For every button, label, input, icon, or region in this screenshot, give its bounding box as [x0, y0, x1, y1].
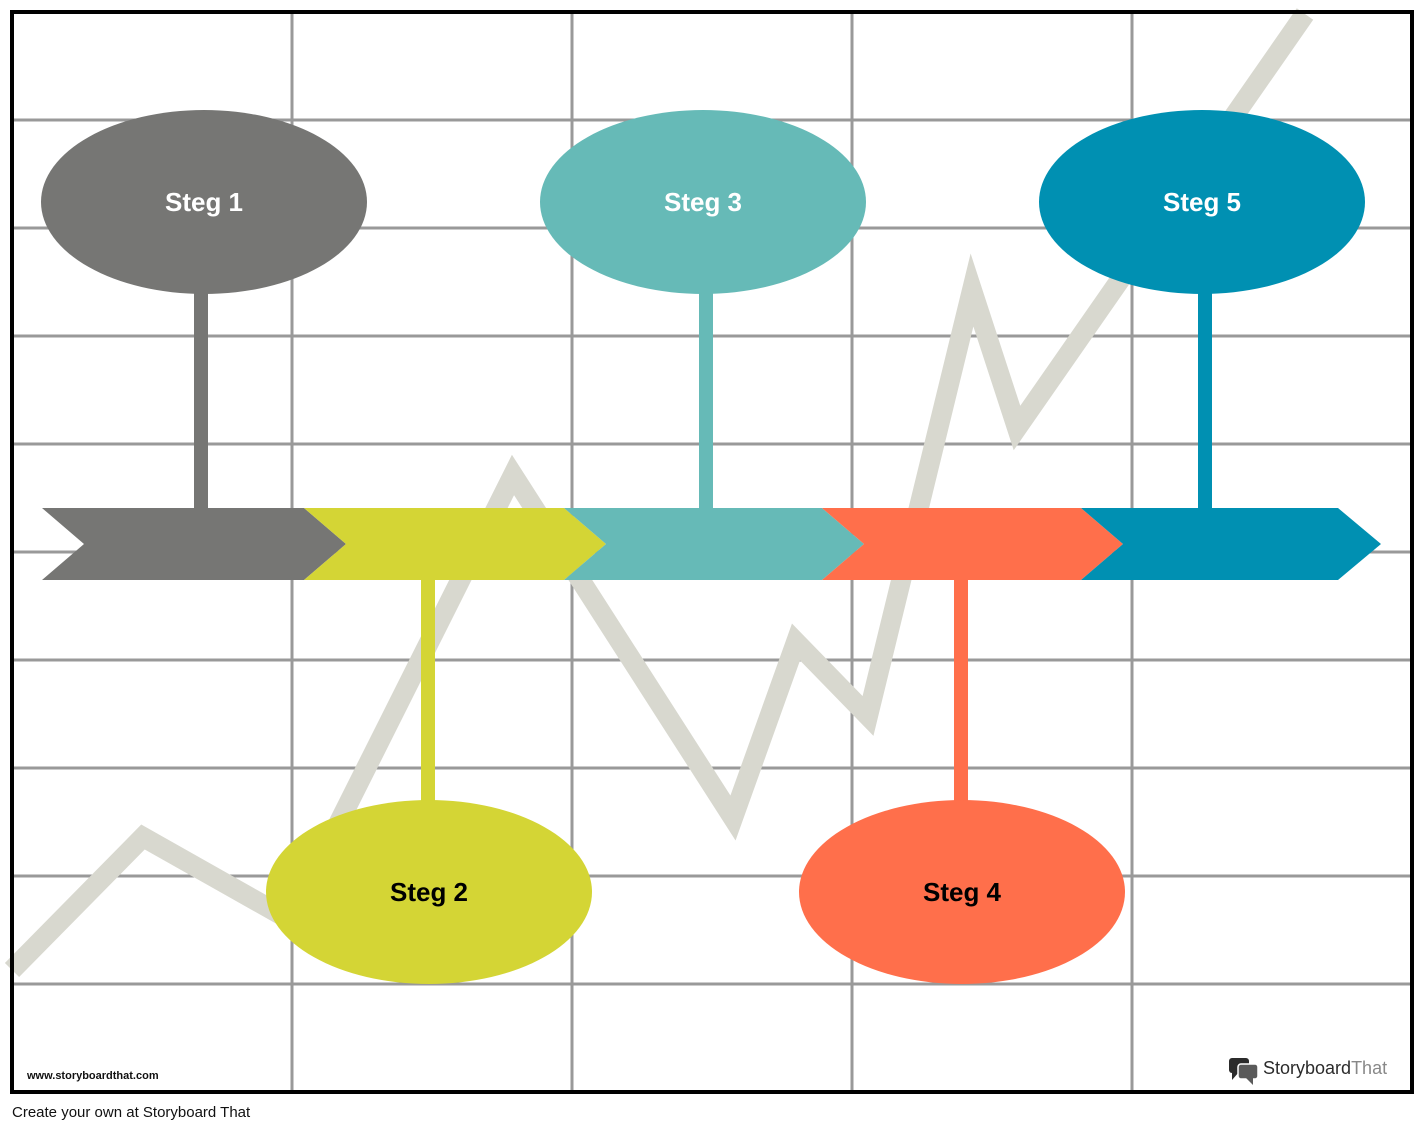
brand-logo: StoryboardThat — [1229, 1058, 1387, 1085]
brand-name: StoryboardThat — [1263, 1058, 1387, 1078]
arrow-segment-5 — [1081, 508, 1381, 580]
frame-border — [10, 10, 1414, 1094]
brand-name-part1: Storyboard — [1263, 1058, 1351, 1078]
speech-bubbles-icon — [1229, 1058, 1259, 1085]
step-3-label: Steg 3 — [664, 187, 742, 217]
connector-step-1 — [194, 285, 208, 515]
step-3: Steg 3 — [540, 110, 866, 294]
step-4: Steg 4 — [799, 800, 1125, 984]
step-4-bubble — [799, 800, 1125, 984]
step-2-bubble — [266, 800, 592, 984]
arrow-segment-4 — [822, 508, 1123, 580]
step-5-bubble — [1039, 110, 1365, 294]
brand-name-part2: That — [1351, 1058, 1387, 1078]
step-2-label: Steg 2 — [390, 877, 468, 907]
step-2: Steg 2 — [266, 800, 592, 984]
connector-step-3 — [699, 285, 713, 515]
step-1-bubble — [41, 110, 367, 294]
step-4-label: Steg 4 — [923, 877, 1002, 907]
connector-step-4 — [954, 575, 968, 810]
create-your-own-link[interactable]: Create your own at Storyboard That — [12, 1104, 251, 1121]
footer-url: www.storyboardthat.com — [26, 1070, 159, 1082]
step-1: Steg 1 — [41, 110, 367, 294]
step-1-label: Steg 1 — [165, 187, 243, 217]
step-5-label: Steg 5 — [1163, 187, 1241, 217]
step-5: Steg 5 — [1039, 110, 1365, 294]
arrow-segment-1 — [42, 508, 346, 580]
step-3-bubble — [540, 110, 866, 294]
connector-step-5 — [1198, 285, 1212, 515]
connector-step-2 — [421, 575, 435, 810]
arrow-segment-2 — [304, 508, 606, 580]
trend-line — [4, 8, 1314, 978]
arrow-segment-3 — [564, 508, 864, 580]
